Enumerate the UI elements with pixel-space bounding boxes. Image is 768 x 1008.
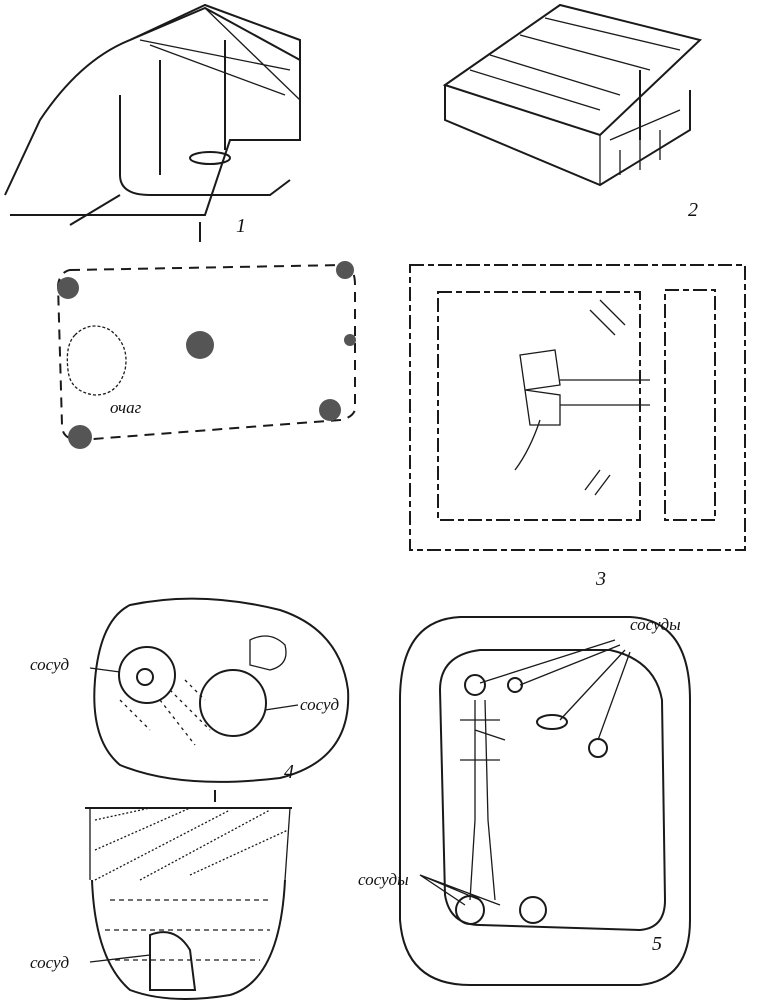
fig5-number: 5: [652, 933, 662, 955]
hearth: [66, 325, 127, 396]
vessels-label-bottom: сосуды: [358, 870, 409, 889]
vessel-label-left: сосуд: [30, 655, 70, 674]
fig1-number: 1: [236, 215, 246, 237]
fig2-number: 2: [688, 199, 698, 221]
fig3-number: 3: [595, 568, 606, 590]
fig5-burial-plan: сосуды сосуды 5: [358, 615, 691, 986]
post-hole: [336, 261, 354, 279]
post-hole: [68, 425, 92, 449]
fig2-house-reconstruction: 2: [442, 3, 703, 221]
fig4-number: 4: [284, 761, 294, 783]
vessels-label-top: сосуды: [630, 615, 681, 634]
fig4-pit-section: сосуд: [30, 807, 292, 1000]
post-hole: [344, 334, 356, 346]
post-hole: [319, 399, 341, 421]
fig1-house-section: 1: [4, 3, 301, 242]
fig4-burial-plan: сосуд сосуд 4: [30, 597, 350, 802]
post-hole: [186, 331, 214, 359]
vessel-label-right: сосуд: [300, 695, 340, 714]
hearth-label: очаг: [110, 398, 142, 417]
vessel-label-section: сосуд: [30, 953, 70, 972]
post-hole: [57, 277, 79, 299]
fig1-house-plan: очаг: [56, 261, 356, 449]
fig3-stone-building-plan: 3: [409, 264, 746, 590]
